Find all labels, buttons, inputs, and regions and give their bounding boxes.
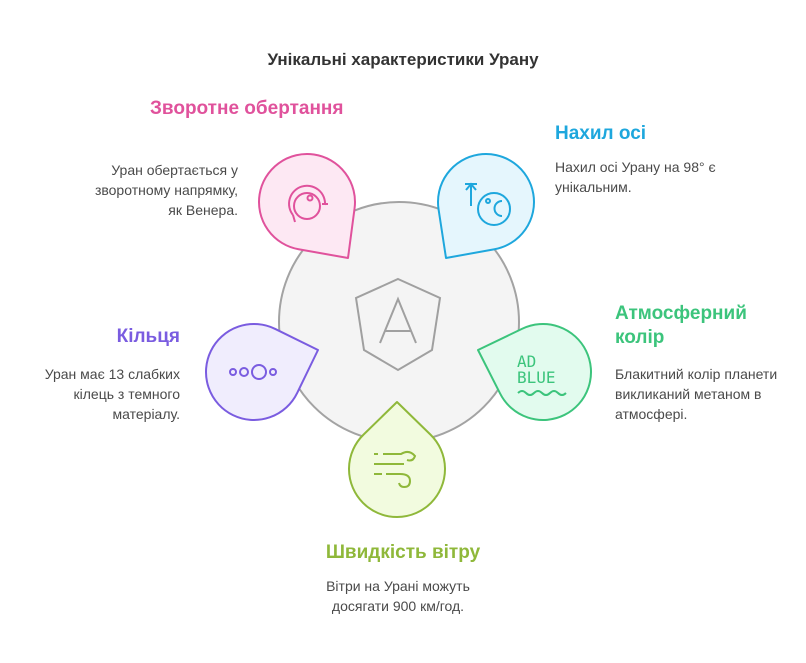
ad-blue-icon: AD BLUE [517, 352, 567, 396]
text-atmosphere-color: Блакитний колір планети викликаний метан… [615, 366, 778, 422]
heading-rings: Кільця [116, 326, 180, 347]
heading-wind-speed: Швидкість вітру [325, 542, 481, 563]
teardrop-reverse-rotation [258, 153, 356, 259]
text-reverse-rotation: Уран обертається у зворотному напрямку, … [94, 162, 238, 218]
svg-text:AD: AD [517, 352, 536, 371]
teardrop-rings [205, 323, 319, 421]
heading-reverse-rotation: Зворотне обертання [150, 98, 344, 119]
svg-text:BLUE: BLUE [517, 368, 556, 387]
text-axial-tilt: Нахил осі Урану на 98° є унікальним. [555, 159, 716, 195]
uranus-logo-icon [354, 277, 442, 372]
rotation-icon [288, 184, 328, 223]
rings-icon [229, 364, 277, 380]
teardrop-axial-tilt [437, 153, 535, 259]
text-rings: Уран має 13 слабких кілець з темного мат… [44, 366, 180, 422]
diagram-title: Унікальні характеристики Урану [267, 50, 539, 69]
heading-axial-tilt: Нахил осі [555, 123, 647, 144]
tilt-temperature-icon [465, 182, 511, 226]
teardrop-wind-speed [348, 401, 446, 518]
wind-icon [374, 450, 417, 489]
text-wind-speed: Вітри на Урані можуть досягати 900 км/го… [326, 578, 470, 614]
heading-atmosphere-color: Атмосферний колір [615, 303, 747, 348]
